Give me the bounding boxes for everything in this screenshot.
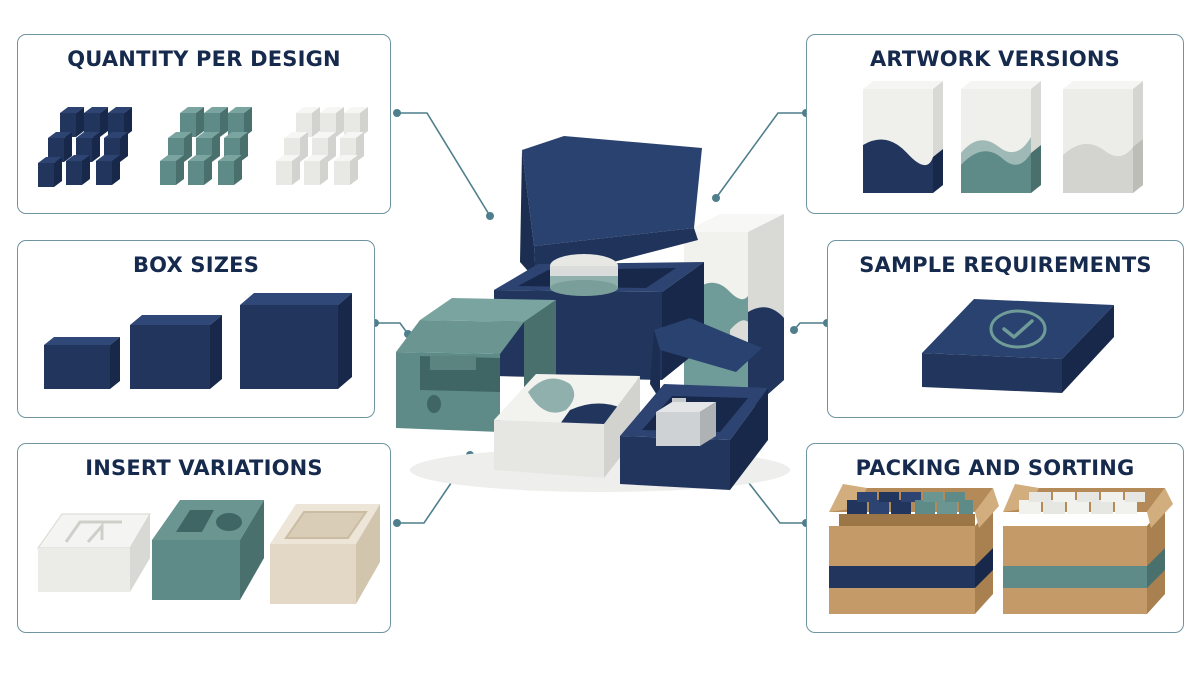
connector-dot (393, 109, 401, 117)
connector-box-sizes (375, 322, 409, 335)
panel-title: QUANTITY PER DESIGN (67, 47, 341, 71)
connector-dot (790, 326, 798, 334)
pulp-tray-insert (270, 504, 380, 604)
sample-box-illustration (922, 299, 1114, 393)
connector-dot (712, 194, 720, 202)
connector-dot (393, 519, 401, 527)
connector-packing (744, 477, 806, 524)
teal-boxes-in-carton (915, 492, 973, 514)
white-boxes-in-carton (1019, 492, 1145, 514)
panel-artwork-versions: ARTWORK VERSIONS (806, 34, 1184, 214)
medium-box (130, 315, 222, 389)
panel-title: BOX SIZES (132, 253, 260, 277)
white-compartment-insert (37, 513, 151, 592)
artwork-versions-illustration (863, 81, 1143, 193)
carton-navy-boxes (829, 484, 999, 614)
teal-foam-insert (152, 500, 264, 600)
large-box (240, 293, 352, 389)
panel-title: PACKING AND SORTING (855, 456, 1135, 480)
perfume-bottle-product (656, 398, 716, 446)
jar-product (550, 254, 618, 296)
panel-sample-requirements: SAMPLE REQUIREMENTS (827, 240, 1184, 418)
connector-artwork (715, 112, 806, 199)
panel-title: SAMPLE REQUIREMENTS (859, 253, 1152, 277)
connector-dot (486, 212, 494, 220)
artwork-teal-wave-box (961, 81, 1041, 193)
carton-white-boxes (1003, 484, 1173, 614)
sample-box (922, 299, 1114, 393)
navy-small-box-open-lid (620, 318, 768, 490)
panel-title: ARTWORK VERSIONS (869, 47, 1121, 71)
box-sizes-illustration (44, 293, 352, 389)
shipping-cartons-illustration (829, 484, 1173, 614)
panel-insert-variations: INSERT VARIATIONS (17, 443, 391, 633)
panel-quantity-per-design: QUANTITY PER DESIGN (17, 34, 391, 214)
connector-quantity (397, 112, 491, 217)
small-box (44, 337, 120, 389)
panel-box-sizes: BOX SIZES (17, 240, 375, 418)
navy-boxes-in-carton (847, 492, 921, 514)
panel-packing-and-sorting: PACKING AND SORTING (806, 443, 1184, 633)
artwork-navy-wave-box (863, 81, 943, 193)
checkmark-circle-icon (989, 309, 1047, 349)
white-printed-box (494, 374, 640, 478)
artwork-grey-wave-box (1063, 81, 1143, 193)
panel-title: INSERT VARIATIONS (85, 456, 323, 480)
drawer-pull-ribbon (427, 395, 441, 413)
insert-variations-illustration (37, 500, 380, 604)
